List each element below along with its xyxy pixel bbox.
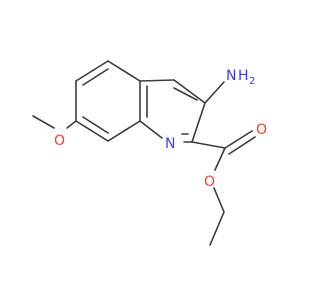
bond-c3-c4-inner	[173, 87, 198, 101]
bond-oester-ch2	[213, 187, 225, 213]
bond-c4-c4a	[139, 79, 175, 82]
bond-c-o-double-a	[224, 130, 253, 149]
bond-c3-n	[204, 81, 225, 104]
bond-c3-c4	[173, 79, 206, 104]
bond-c7-c8	[75, 120, 109, 142]
methoxy-o-label: O	[54, 133, 65, 149]
bond-c4a-c5	[107, 60, 141, 82]
bonds	[32, 60, 256, 246]
bond-c7-c8-inner	[82, 116, 109, 134]
bond-c8-c8a	[107, 120, 141, 142]
amino-h-label: H	[238, 68, 249, 84]
bond-c5-c6	[75, 60, 109, 82]
bond-c2-c3	[191, 102, 206, 143]
bond-c7-o	[66, 120, 77, 129]
atom-labels: N H 2 N O O O	[54, 68, 267, 190]
ring-n-label: N	[165, 136, 175, 152]
carbonyl-o-label: O	[256, 122, 267, 138]
bond-c-o-double-b	[228, 136, 256, 155]
bond-c8a-n1	[139, 120, 163, 139]
ester-o-label: O	[204, 174, 215, 190]
structure-diagram: N H 2 N O O O	[32, 60, 267, 246]
bond-o-ch3	[32, 115, 55, 129]
bond-ch2-ch3	[209, 211, 225, 246]
amino-h-subscript: 2	[249, 76, 255, 87]
molecule-canvas: N H 2 N O O O	[32, 60, 267, 246]
bond-c-oester	[214, 147, 226, 171]
bond-c2-ccarbonyl	[191, 141, 226, 149]
amino-n-label: N	[226, 68, 236, 84]
bond-c5-c6-inner	[82, 68, 109, 86]
